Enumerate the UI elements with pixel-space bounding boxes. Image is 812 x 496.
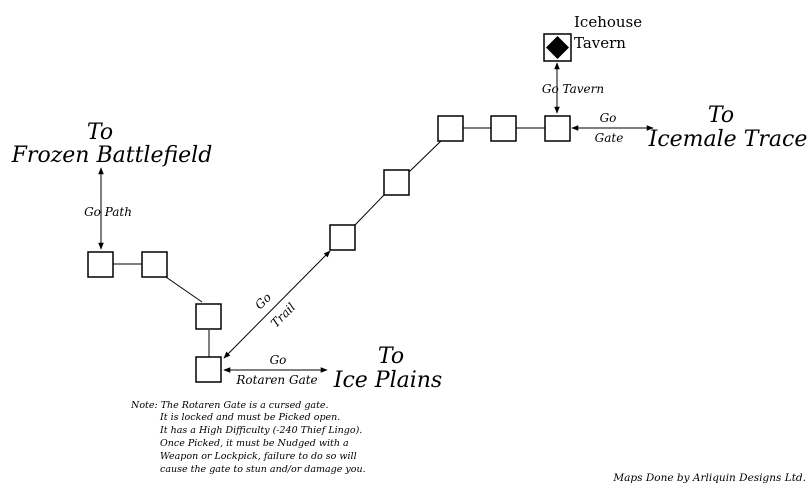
trail-go-label: Go <box>252 290 274 312</box>
gate-label: Gate <box>595 131 624 145</box>
room[interactable] <box>195 303 222 330</box>
note-line: Note: The Rotaren Gate is a cursed gate. <box>130 400 329 411</box>
room[interactable] <box>329 224 356 251</box>
note-line: cause the gate to stun and/or damage you… <box>160 464 366 475</box>
room[interactable] <box>383 169 410 196</box>
go-path-label: Go Path <box>84 205 132 219</box>
tavern-label-line1: Icehouse <box>574 13 642 31</box>
trail-label: Trail <box>268 300 298 330</box>
ice-plains-to: To <box>378 344 404 369</box>
frozen-battlefield-to: To <box>87 120 113 145</box>
rotaren-go-label: Go <box>270 353 287 367</box>
note-line: It has a High Difficulty (-240 Thief Lin… <box>159 425 362 436</box>
room[interactable] <box>437 115 464 142</box>
note-line: It is locked and must be Picked open. <box>159 412 340 423</box>
note-line: Once Picked, it must be Nudged with a <box>160 438 349 449</box>
gate-go-label: Go <box>600 111 617 125</box>
connector <box>162 274 203 303</box>
connector <box>354 194 385 226</box>
note-line: Weapon or Lockpick, failure to do so wil… <box>160 451 357 462</box>
icemale-trace-label: Icemale Trace <box>648 127 808 152</box>
tavern-diamond-icon <box>546 36 569 59</box>
frozen-battlefield-label: Frozen Battlefield <box>11 143 213 168</box>
room[interactable] <box>490 115 517 142</box>
room[interactable] <box>87 251 114 278</box>
go-tavern-label: Go Tavern <box>542 82 604 96</box>
ice-plains-label: Ice Plains <box>333 368 442 393</box>
room[interactable] <box>141 251 168 278</box>
rotaren-gate-label: Rotaren Gate <box>235 373 317 387</box>
room[interactable] <box>544 115 571 142</box>
tavern-label-line2: Tavern <box>574 34 626 52</box>
room[interactable] <box>195 356 222 383</box>
icemale-trace-to: To <box>708 103 734 128</box>
trail-exit-arrow <box>223 250 331 359</box>
connector <box>408 139 443 173</box>
credit-label: Maps Done by Arliquin Designs Ltd. <box>612 472 806 484</box>
